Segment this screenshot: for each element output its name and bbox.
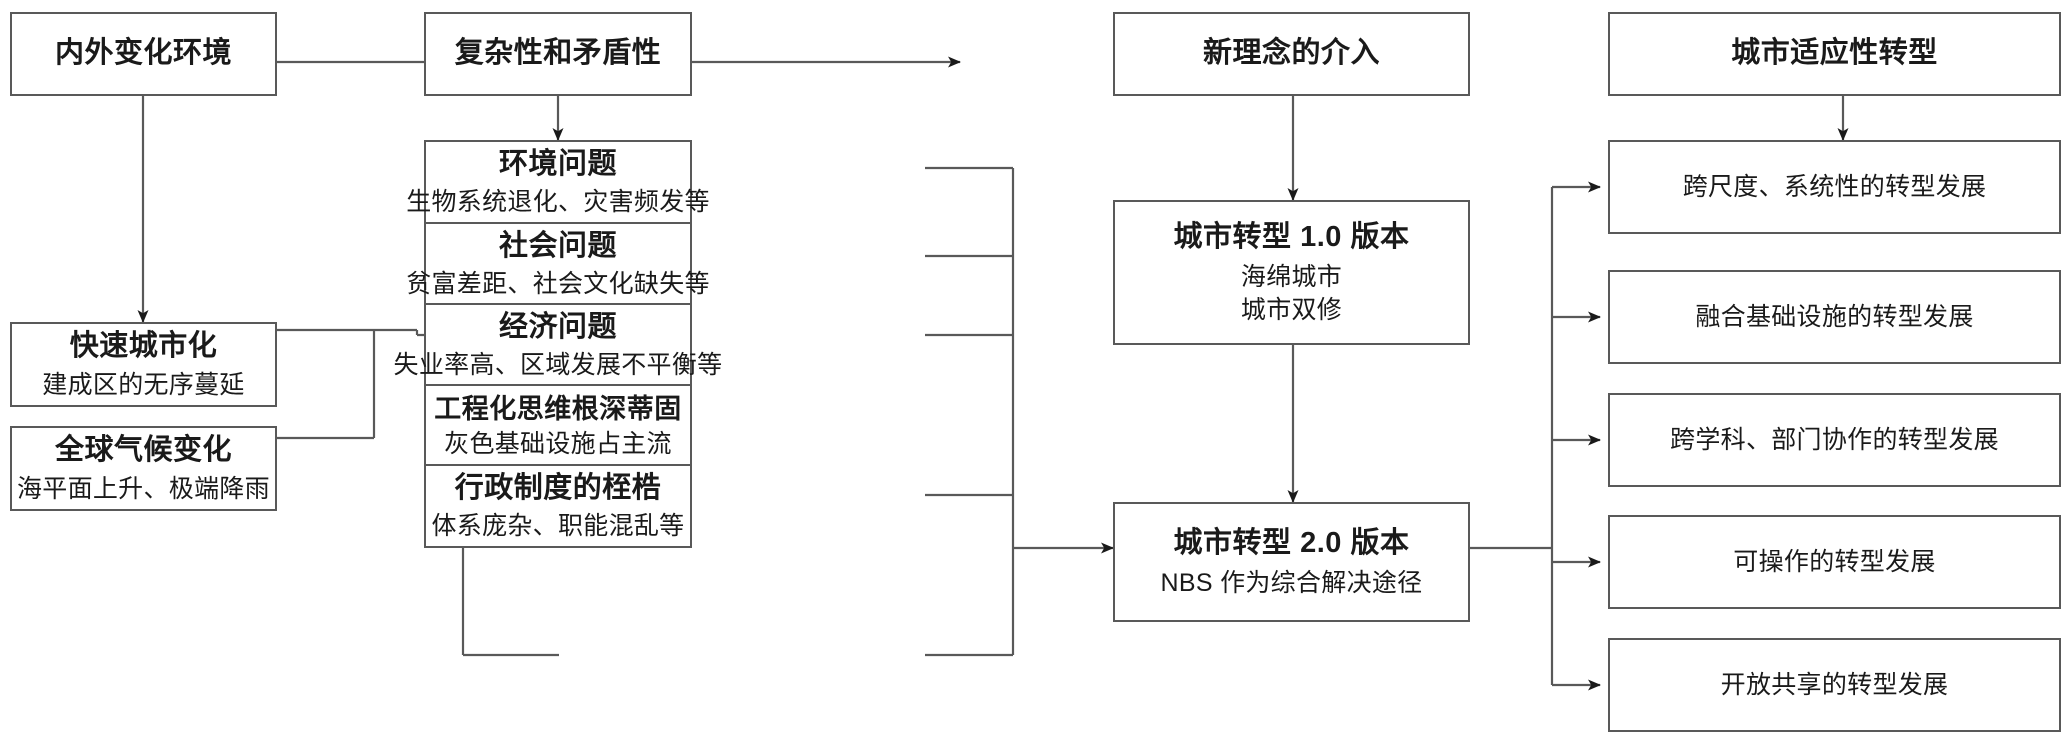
node-problem-environmental-title: 环境问题 [498, 148, 617, 181]
node-outcome-operable-label: 可操作的转型发展 [1733, 548, 1936, 576]
node-outcome-open-sharing-label: 开放共享的转型发展 [1720, 671, 1949, 699]
node-problem-administrative[interactable]: 行政制度的桎梏 体系庞杂、职能混乱等 [424, 464, 692, 548]
node-urban-transformation-v2-sub1: NBS 作为综合解决途径 [1160, 568, 1423, 597]
node-outcome-cross-scale[interactable]: 跨尺度、系统性的转型发展 [1608, 140, 2061, 234]
node-problem-economic-sub: 失业率高、区域发展不平衡等 [393, 350, 723, 379]
node-urban-adaptive-transformation-title: 城市适应性转型 [1731, 37, 1938, 70]
node-problem-environmental[interactable]: 环境问题 生物系统退化、灾害频发等 [406, 140, 710, 224]
node-complexity-contradiction-title: 复杂性和矛盾性 [454, 37, 662, 70]
node-outcome-interdisciplinary[interactable]: 跨学科、部门协作的转型发展 [1608, 393, 2061, 487]
node-outcome-integrated-infrastructure-label: 融合基础设施的转型发展 [1695, 303, 1974, 331]
node-problem-engineering-mindset-title: 工程化思维根深蒂固 [434, 393, 682, 424]
node-outcome-integrated-infrastructure[interactable]: 融合基础设施的转型发展 [1608, 270, 2061, 364]
node-urban-adaptive-transformation[interactable]: 城市适应性转型 [1608, 12, 2061, 96]
node-problem-economic-title: 经济问题 [498, 311, 617, 344]
node-urban-transformation-v1-title: 城市转型 1.0 版本 [1173, 221, 1410, 254]
node-problem-administrative-sub: 体系庞杂、职能混乱等 [431, 511, 685, 540]
node-outcome-cross-scale-label: 跨尺度、系统性的转型发展 [1682, 173, 1987, 201]
node-rapid-urbanization-sub: 建成区的无序蔓延 [42, 371, 245, 400]
node-problem-economic[interactable]: 经济问题 失业率高、区域发展不平衡等 [394, 303, 722, 387]
node-outcome-open-sharing[interactable]: 开放共享的转型发展 [1608, 638, 2061, 732]
node-rapid-urbanization-title: 快速城市化 [69, 329, 218, 362]
node-problem-engineering-mindset-sub: 灰色基础设施占主流 [444, 430, 672, 459]
node-problem-social-title: 社会问题 [498, 230, 617, 263]
node-outcome-operable[interactable]: 可操作的转型发展 [1608, 515, 2061, 609]
node-urban-transformation-v1-sub1: 海绵城市 [1240, 262, 1343, 291]
node-global-climate-change-title: 全球气候变化 [54, 433, 232, 466]
node-global-climate-change-sub: 海平面上升、极端降雨 [16, 475, 270, 504]
node-complexity-contradiction[interactable]: 复杂性和矛盾性 [424, 12, 692, 96]
node-new-concept-intervention-title: 新理念的介入 [1202, 37, 1380, 70]
node-rapid-urbanization[interactable]: 快速城市化 建成区的无序蔓延 [10, 322, 277, 407]
node-urban-transformation-v2[interactable]: 城市转型 2.0 版本 NBS 作为综合解决途径 [1113, 502, 1470, 622]
node-driver-environment-title: 内外变化环境 [54, 37, 232, 70]
node-new-concept-intervention[interactable]: 新理念的介入 [1113, 12, 1470, 96]
node-global-climate-change[interactable]: 全球气候变化 海平面上升、极端降雨 [10, 426, 277, 511]
node-problem-engineering-mindset[interactable]: 工程化思维根深蒂固 灰色基础设施占主流 [424, 384, 692, 468]
node-urban-transformation-v1-sub2: 城市双修 [1240, 295, 1343, 324]
node-outcome-interdisciplinary-label: 跨学科、部门协作的转型发展 [1670, 426, 1999, 454]
node-urban-transformation-v2-title: 城市转型 2.0 版本 [1173, 527, 1410, 560]
node-problem-administrative-title: 行政制度的桎梏 [454, 472, 662, 505]
node-driver-environment[interactable]: 内外变化环境 [10, 12, 277, 96]
node-problem-environmental-sub: 生物系统退化、灾害频发等 [406, 187, 710, 216]
node-problem-social-sub: 贫富差距、社会文化缺失等 [406, 269, 710, 298]
node-problem-social[interactable]: 社会问题 贫富差距、社会文化缺失等 [406, 222, 710, 306]
node-urban-transformation-v1[interactable]: 城市转型 1.0 版本 海绵城市 城市双修 [1113, 200, 1470, 345]
